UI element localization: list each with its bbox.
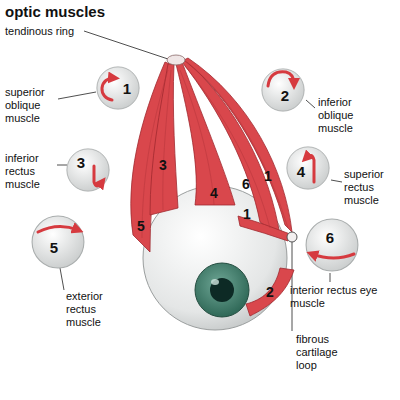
- callout-number: 3: [159, 157, 167, 173]
- eye-circle: 1: [96, 66, 140, 110]
- part-label: fibrous cartilage loop: [296, 333, 356, 372]
- pupil: [210, 278, 234, 302]
- part-label: inferior oblique muscle: [318, 96, 373, 135]
- eye-circle: 5: [31, 215, 85, 269]
- callout-number: 1: [264, 168, 272, 184]
- part-label: tendinous ring: [5, 25, 74, 38]
- callout-number: 4: [297, 163, 305, 180]
- rotation-arrow: [94, 166, 102, 186]
- eye-circle: 6: [305, 218, 359, 272]
- circle-shape: [66, 148, 110, 192]
- callout-number: 5: [50, 239, 58, 256]
- part-label: exterior rectus muscle: [66, 290, 118, 329]
- rotation-arrow: [102, 78, 114, 100]
- circle-shape: [286, 146, 330, 190]
- callout-number: 3: [77, 154, 85, 171]
- part-label: superior oblique muscle: [5, 86, 57, 125]
- callout-number: 1: [243, 206, 251, 222]
- circle-shape: [96, 66, 140, 110]
- rotation-arrow: [312, 254, 354, 258]
- eye-circle: 2: [261, 68, 305, 112]
- rotation-arrow: [38, 226, 78, 232]
- diagram-title: optic muscles: [5, 3, 105, 20]
- callout-number: 1: [123, 80, 131, 97]
- iris: [195, 263, 249, 317]
- rotation-arrow: [268, 72, 294, 86]
- part-label: superior rectus muscle: [344, 168, 396, 207]
- eye-circle: 4: [286, 146, 330, 190]
- callout-number: 6: [242, 176, 250, 192]
- callout-number: 6: [326, 229, 334, 246]
- part-label: inferior rectus muscle: [5, 152, 55, 191]
- cartilage-loop: [287, 232, 297, 242]
- rotation-arrow: [306, 155, 314, 182]
- eye-circle: 3: [66, 148, 110, 192]
- callout-number: 4: [210, 185, 218, 201]
- callout-number: 2: [266, 284, 274, 300]
- callout-number: 5: [137, 218, 145, 234]
- callout-number: 2: [281, 87, 289, 104]
- tendinous-ring: [167, 55, 185, 65]
- part-label: interior rectus eye muscle: [290, 284, 394, 310]
